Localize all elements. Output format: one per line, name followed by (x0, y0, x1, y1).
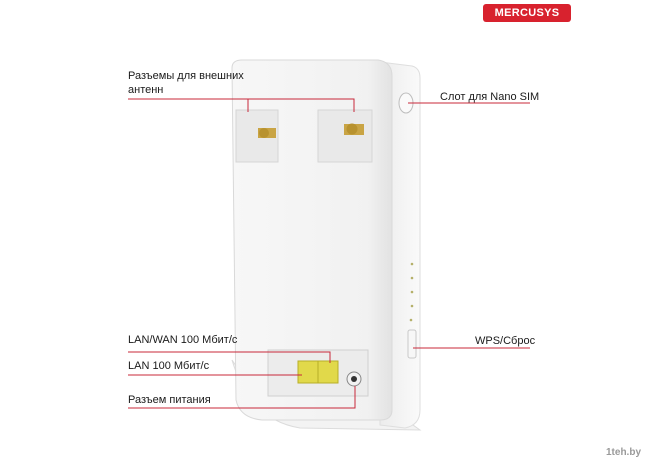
lan-wan-port (317, 360, 339, 384)
lan-label: LAN 100 Мбит/с (128, 360, 210, 372)
wps-button (407, 329, 417, 359)
antenna-port-right (317, 109, 373, 163)
wps-reset-label: WPS/Сброс (475, 335, 536, 347)
callout-lines (128, 98, 530, 409)
watermark: 1teh.by (606, 447, 642, 458)
power-connector-label: Разъем питания (128, 394, 211, 406)
lan-wan-label: LAN/WAN 100 Мбит/с (128, 334, 238, 346)
status-leds (409, 262, 414, 322)
lan-port (297, 360, 319, 384)
antenna-connectors-label: Разъемы для внешних (128, 70, 244, 82)
mercusys-logo: MERCUSYS (483, 4, 571, 22)
antenna-connectors-label-line2: антенн (128, 84, 164, 96)
sim-slot-label: Слот для Nano SIM (440, 91, 540, 103)
